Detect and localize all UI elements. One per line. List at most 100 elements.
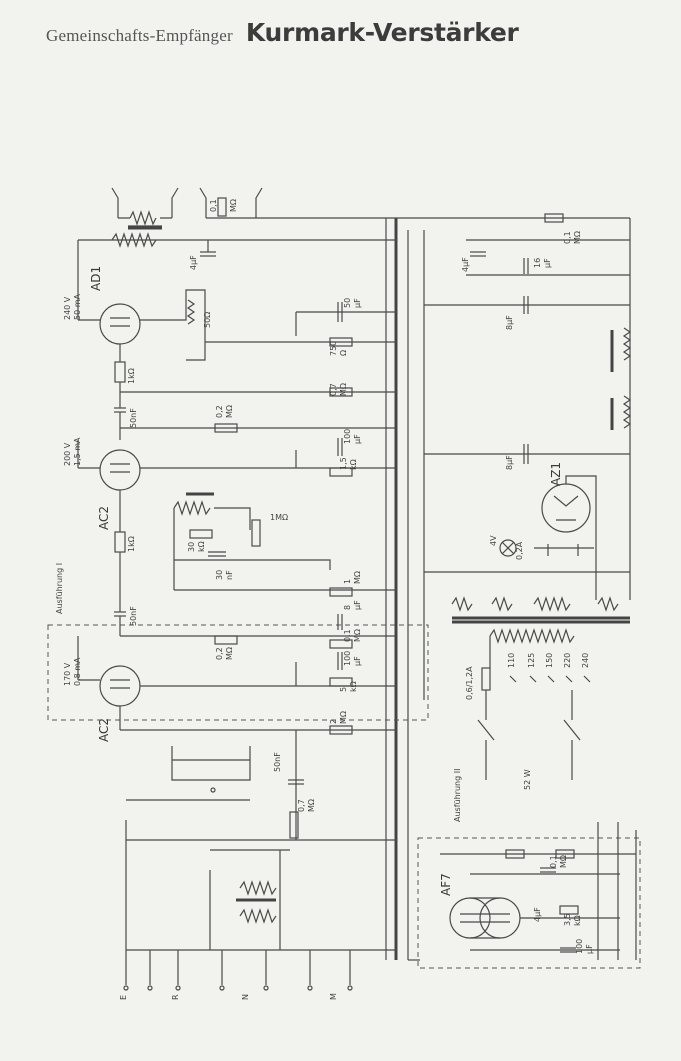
input-n: N: [241, 994, 250, 1000]
r-750ohm-unit: Ω: [339, 350, 348, 356]
r-0-1mohm-b-value: 0,1: [343, 629, 352, 642]
r-0-1mohm-b: [329, 639, 353, 649]
r-2mohm-unit: MΩ: [339, 711, 348, 724]
input-r: R: [171, 994, 180, 1000]
c-50nf-3-label: 50nF: [273, 752, 282, 772]
tap-220: 220: [563, 653, 572, 668]
af7-r-0-1mohm-value: 0,1: [549, 855, 558, 868]
pot-0-7mohm-unit: MΩ: [307, 799, 316, 812]
speaker-connector: [111, 187, 179, 230]
r-1-5kohm-unit: kΩ: [349, 459, 358, 470]
voltage-taps: [509, 675, 591, 683]
r-1mohm-value: 1: [343, 579, 352, 584]
tube-ad1-label: AD1: [89, 266, 103, 291]
transformer-secondary-3: [533, 596, 571, 612]
r-1kohm-ad1-label: 1kΩ: [127, 368, 136, 384]
c-8uf-c-label: 8µF: [505, 455, 514, 470]
input-coil-1: [239, 880, 277, 896]
c-8uf-value: 8: [343, 605, 352, 610]
r-1kohm-ac2-label: 1kΩ: [127, 536, 136, 552]
input-m: M: [329, 993, 338, 1000]
af7-r-a: [505, 849, 525, 859]
r-0-1-mohm-unit: MΩ: [229, 199, 238, 212]
r-30kohm: [189, 529, 213, 539]
r-50ohm-label: 50Ω: [203, 312, 212, 328]
lamp-voltage: 4V: [489, 535, 498, 546]
r-5kohm-value: 5: [339, 687, 348, 692]
title-bar: Gemeinschafts-Empfänger Kurmark-Verstärk…: [46, 18, 519, 47]
transformer-secondary-1: [451, 596, 473, 612]
r-0-2mohm-b: [214, 635, 238, 645]
terminal-pair: [199, 187, 263, 218]
tube-az1-label: AZ1: [549, 462, 563, 486]
lamp-current: 0,2A: [515, 541, 524, 560]
r-0-1mohm-c-value: 0,1: [563, 231, 572, 244]
pilot-lamp: [499, 539, 517, 557]
c-100uf-value: 100: [343, 429, 352, 444]
ac2-upper-current: 1,5 mA: [73, 437, 82, 466]
r-1mohm: [329, 587, 353, 597]
r-30kohm-value: 30: [187, 542, 196, 552]
tap-125: 125: [527, 653, 536, 668]
r-750ohm-value: 750: [329, 341, 338, 356]
input-terminals: [123, 985, 353, 991]
pot-0-7mohm: [289, 811, 299, 839]
r-0-1-mohm-value: 0,1: [209, 199, 218, 212]
tap-150: 150: [545, 653, 554, 668]
c-30nf-unit: nF: [225, 570, 234, 580]
mains-switch-1[interactable]: [477, 719, 495, 741]
mains-switch-2[interactable]: [563, 719, 581, 741]
r-0-1-mohm: [217, 197, 227, 217]
c-4uf-top-label: 4µF: [189, 255, 198, 270]
r-0-1mohm-c: [544, 213, 564, 223]
filter-resistor: [622, 395, 632, 429]
af7-r-0-1mohm: [555, 849, 575, 859]
tube-ac2-upper-label: AC2: [97, 506, 111, 530]
ad1-current: 50 mA: [73, 293, 82, 320]
subtitle: Gemeinschafts-Empfänger: [46, 26, 233, 45]
af7-r-3-5kohm-value: 3,5: [563, 913, 572, 926]
c-50uf-unit: µF: [353, 298, 362, 308]
variant-2-box: [417, 837, 641, 969]
r-0-2mohm-b-unit: MΩ: [225, 647, 234, 660]
c-30nf-value: 30: [215, 570, 224, 580]
c-100uf-b-value: 100: [343, 651, 352, 666]
r-0-2mohm-unit: MΩ: [225, 405, 234, 418]
af7-r-3-5kohm-unit: kΩ: [573, 915, 582, 926]
r-0-7mohm-value: 0,7: [329, 383, 338, 396]
r-1-5kohm: [329, 467, 353, 477]
c-8uf-b-label: 8µF: [505, 315, 514, 330]
tap-240: 240: [581, 653, 590, 668]
r-5kohm-unit: kΩ: [349, 681, 358, 692]
input-coil-2: [239, 908, 277, 924]
pot-1mohm-label: 1MΩ: [270, 513, 288, 522]
c-4uf-mid-label: 4µF: [461, 257, 470, 272]
r-0-7mohm-unit: MΩ: [339, 383, 348, 396]
ac2-lower-voltage: 170 V: [63, 662, 72, 686]
transformer-secondary-4: [597, 596, 619, 612]
tube-af7-label: AF7: [439, 873, 453, 896]
output-transformer: [111, 232, 157, 248]
r-2mohm: [329, 725, 353, 735]
fuse-label: 0,6/1,2A: [465, 666, 474, 700]
af7-c-4uf-label: 4µF: [533, 907, 542, 922]
r-30kohm-unit: kΩ: [197, 541, 206, 552]
ad1-voltage: 240 V: [63, 296, 72, 320]
af7-r-0-1mohm-unit: MΩ: [559, 855, 568, 868]
r-1mohm-unit: MΩ: [353, 571, 362, 584]
variant-1-box: [47, 624, 429, 721]
c-50nf-2-label: 50nF: [129, 606, 138, 626]
c-8uf-unit: µF: [353, 600, 362, 610]
pot-0-7mohm-value: 0,7: [297, 799, 306, 812]
pot-1mohm: [251, 519, 261, 547]
af7-r-3-5kohm: [559, 905, 579, 915]
r-50ohm: [186, 299, 196, 325]
c-100uf-b-unit: µF: [353, 656, 362, 666]
power-rating: 52 W: [523, 769, 532, 790]
r-0-1mohm-b-unit: MΩ: [353, 629, 362, 642]
variant-1-label: Ausführung I: [55, 563, 64, 614]
page-title: Kurmark-Verstärker: [245, 18, 519, 47]
